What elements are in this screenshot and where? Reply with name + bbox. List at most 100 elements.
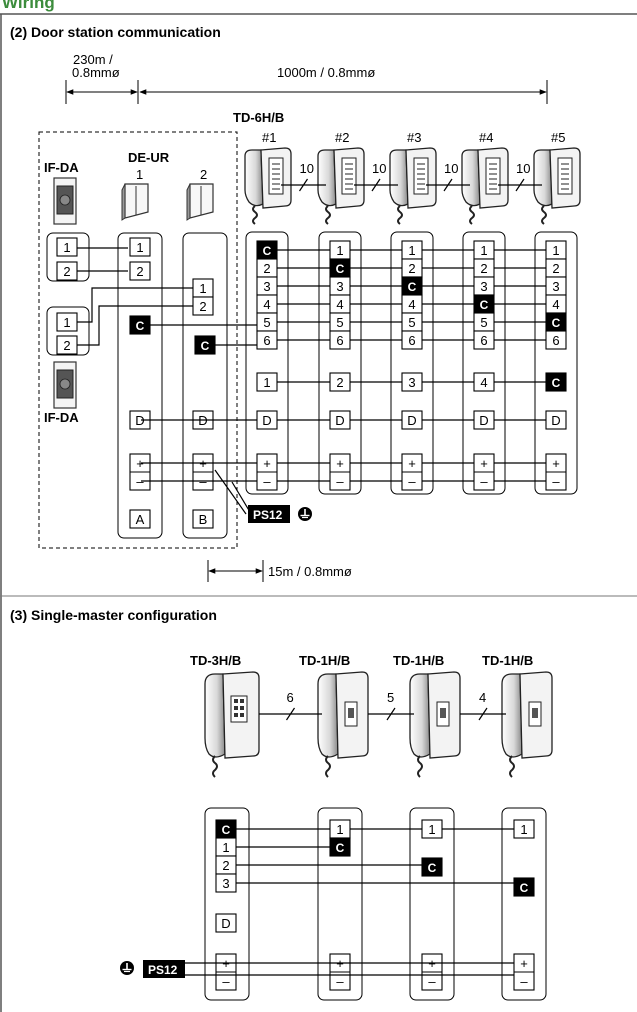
ps12-label-s3: PS12 [148,963,178,977]
section-single-master: (3) Single-master configuration TD-3H/B … [10,607,553,1001]
td-6h-2-term-2: C [329,258,351,278]
wiring-section-3 [185,713,514,976]
td-6h-4-term-4: C [473,294,495,314]
svg-text:C: C [520,881,529,895]
svg-text:10: 10 [372,161,386,176]
svg-text:10: 10 [444,161,458,176]
svg-text:C: C [428,861,437,875]
s3-model-1: TD-3H/B [190,653,241,668]
td-6h-model-label: TD-6H/B [233,110,284,125]
svg-text:–: – [428,974,436,989]
td-6h-4-call-term: 4 [473,372,495,392]
s3-sub-1-term-1: 1 [329,819,351,839]
s3-wire-count-1: 6 [286,690,295,721]
svg-text:C: C [222,823,231,837]
svg-text:–: – [222,974,230,989]
td-6h-3-term-1: 1 [401,240,423,260]
svg-text:6: 6 [408,333,415,348]
section-door-station-communication: (2) Door station communication 230m / 0.… [10,24,581,582]
s3-sub-2-term-c: C [421,857,443,877]
s3-master-term-1: 1 [215,837,237,857]
svg-text:6: 6 [263,333,270,348]
de-ur-unit-1-icon [121,183,149,221]
s3-wire-count-3: 4 [478,690,488,721]
s3-master-term-c: C [215,819,237,839]
svg-text:1: 1 [428,822,435,837]
de-ur-1-power: +– [129,453,151,491]
svg-text:4: 4 [479,690,486,705]
s3-master-term-2: 2 [215,855,237,875]
td-6h-1-term-4: 4 [256,294,278,314]
td-6h-3-term-d: D [401,410,423,430]
svg-text:10: 10 [300,161,314,176]
td-6h-5-term-d: D [545,410,567,430]
svg-text:6: 6 [480,333,487,348]
svg-text:–: – [408,474,416,489]
svg-text:C: C [552,316,561,330]
s3-sub-3-term-c: C [513,877,535,897]
td-6h-1-power: +– [256,453,278,491]
td-6h-3-term-4: 4 [401,294,423,314]
td-6h-handset-icon-3 [389,147,437,225]
svg-text:3: 3 [552,279,559,294]
td-6h-wire-count-4: 10 [515,161,530,192]
td-6h-1-term-6: 6 [256,330,278,350]
de-ur-2-term-2: 2 [192,296,214,316]
svg-text:1: 1 [552,243,559,258]
td-6h-5-term-5: C [545,312,567,332]
td-6h-1-term-5: 5 [256,312,278,332]
td-6h-handset-icon-4 [461,147,509,225]
svg-text:6: 6 [552,333,559,348]
header-title: Wiring [2,0,55,12]
de-ur-1-term-2: 2 [129,261,151,281]
svg-text:2: 2 [63,264,70,279]
ps12-label-s2: PS12 [253,508,283,522]
td-3h-handset-icon [204,671,260,778]
dimension-15m-label: 15m / 0.8mmø [268,564,352,579]
if-da-bottom-term-2: 2 [56,335,78,355]
td-6h-wire-count-3: 10 [443,161,458,192]
td-6h-handset-icon-5 [533,147,581,225]
svg-text:1: 1 [263,375,270,390]
if-da-bottom-icon [53,361,77,409]
svg-text:5: 5 [336,315,343,330]
td-6h-wire-count-2: 10 [371,161,386,192]
svg-text:D: D [221,916,230,931]
td-6h-2-term-6: 6 [329,330,351,350]
td-6h-2-call-term: 2 [329,372,351,392]
svg-text:C: C [480,298,489,312]
de-ur-2-term-1: 1 [192,278,214,298]
if-da-top-icon [53,177,77,225]
de-ur-unit-2-board [182,232,228,539]
td-6h-5-term-4: 4 [545,294,567,314]
svg-text:C: C [263,244,272,258]
svg-text:–: – [520,974,528,989]
td-6h-5-power: +– [545,453,567,491]
td-6h-wire-count-1: 10 [299,161,314,192]
svg-text:4: 4 [480,375,487,390]
svg-text:–: – [336,974,344,989]
if-da-top-term-1: 1 [56,237,78,257]
td-6h-terminal-boards: 121212CD+–A12CD+–BC234561D+–1C34562D+–12… [56,231,578,529]
td-6h-board-3 [390,231,434,495]
de-ur-2-power: +– [192,453,214,491]
svg-text:–: – [336,474,344,489]
svg-text:2: 2 [222,858,229,873]
dimension-230m-line2: 0.8mmø [72,65,120,80]
td-6h-board-4 [462,231,506,495]
svg-text:1: 1 [222,840,229,855]
svg-text:2: 2 [63,338,70,353]
dimension-230m-line1: 230m / [73,52,113,67]
svg-text:–: – [263,474,271,489]
svg-text:+: + [263,456,271,471]
if-da-bottom-term-1: 1 [56,312,78,332]
td-6h-3-term-5: 5 [401,312,423,332]
td-6h-board-5 [534,231,578,495]
td-6h-id-4: #4 [479,130,493,145]
td-6h-handset-icon-1 [244,147,292,225]
svg-text:+: + [480,456,488,471]
svg-text:C: C [336,262,345,276]
